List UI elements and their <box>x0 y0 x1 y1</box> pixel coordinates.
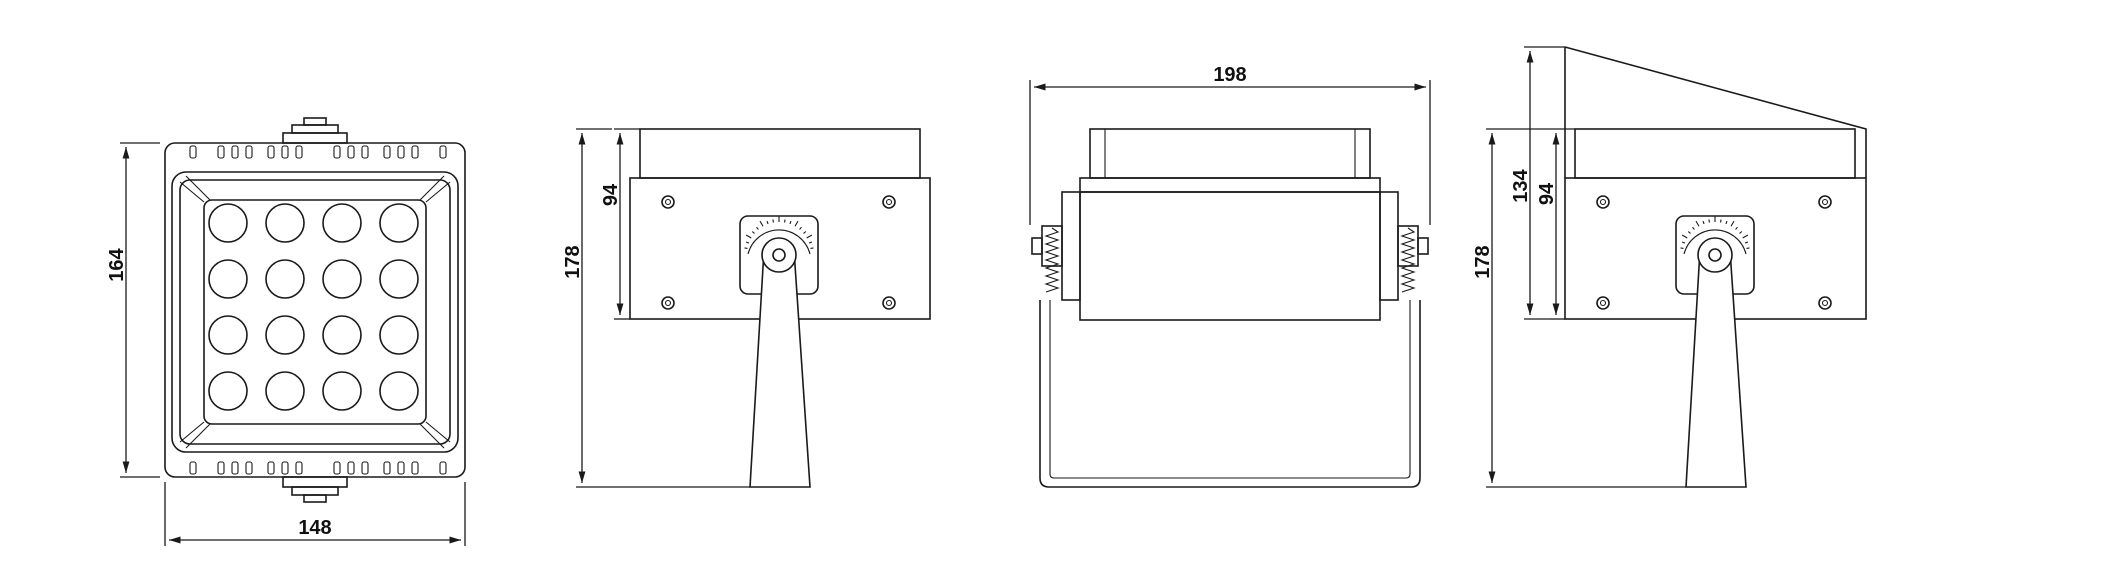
side-left-screws <box>661 195 896 310</box>
side-right-heatsink <box>1574 128 1856 179</box>
side-right-screws <box>1596 195 1832 310</box>
fin-slot <box>231 145 239 159</box>
side-right-pivot <box>1697 237 1733 273</box>
led-lens <box>322 371 362 411</box>
fin-slot <box>245 461 253 475</box>
led-lens <box>208 203 248 243</box>
top-pivot-left <box>1031 191 1081 301</box>
side-view-left: 94 178 <box>562 128 931 488</box>
side-right-visor <box>1564 46 1867 178</box>
front-dim-width-label: 148 <box>298 517 331 539</box>
led-lens <box>265 315 305 355</box>
fin-slot <box>231 461 239 475</box>
top-dim-width-label: 198 <box>1213 64 1246 86</box>
fin-slot <box>245 145 253 159</box>
led-lens <box>322 315 362 355</box>
side-right-dim-total: 178 <box>1472 128 1686 488</box>
top-body-band <box>1079 177 1381 193</box>
front-top-fins <box>189 145 447 159</box>
fin-slot <box>295 145 303 159</box>
led-lens <box>322 203 362 243</box>
top-u-bracket <box>1039 300 1421 488</box>
fin-slot <box>439 461 447 475</box>
side-left-heatsink <box>639 128 921 179</box>
front-housing <box>164 142 466 478</box>
front-dim-height-label: 164 <box>106 247 128 281</box>
front-lens-window <box>203 199 427 425</box>
led-lens <box>208 371 248 411</box>
side-right-dim-visor-label: 134 <box>1510 168 1532 202</box>
side-right-pivot-bolt <box>1708 248 1722 262</box>
side-right-dim-body-label: 94 <box>1536 182 1558 205</box>
led-lens <box>265 203 305 243</box>
fin-slot <box>411 145 419 159</box>
fin-slot <box>281 145 289 159</box>
led-lens <box>322 259 362 299</box>
fin-slot <box>347 145 355 159</box>
side-left-dim-body-label: 94 <box>600 183 622 206</box>
fin-slot <box>189 461 197 475</box>
side-view-right: 94 134 178 <box>1472 46 1867 488</box>
led-lens <box>265 371 305 411</box>
side-left-scale-ticks <box>744 216 814 249</box>
led-lens <box>208 259 248 299</box>
top-dim-width: 198 <box>1029 64 1431 225</box>
side-right-scale-ticks <box>1680 216 1750 249</box>
side-right-dim-total-label: 178 <box>1472 245 1494 278</box>
top-rear-heatsink <box>1089 128 1371 179</box>
side-right-dim-body: 94 <box>1536 128 1575 320</box>
side-left-dim-total-label: 178 <box>562 245 584 278</box>
fin-slot <box>295 461 303 475</box>
front-top-bracket <box>282 117 348 144</box>
fin-slot <box>267 461 275 475</box>
fin-slot <box>267 145 275 159</box>
fin-slot <box>361 461 369 475</box>
led-lens <box>379 203 419 243</box>
side-left-pivot <box>761 237 797 273</box>
fin-slot <box>333 145 341 159</box>
front-view: 164 148 <box>106 117 466 546</box>
fin-slot <box>411 461 419 475</box>
led-lens <box>379 259 419 299</box>
front-bottom-bracket <box>282 476 348 503</box>
led-lens <box>265 259 305 299</box>
led-lens <box>379 315 419 355</box>
fin-slot <box>281 461 289 475</box>
fin-slot <box>189 145 197 159</box>
front-dim-height: 164 <box>106 142 160 478</box>
side-left-dim-total: 178 <box>562 128 750 488</box>
front-bezel-outer <box>171 171 459 453</box>
front-bevel-corners <box>179 175 451 449</box>
side-left-tilt-scale <box>747 229 811 255</box>
top-pivot-right <box>1379 191 1429 301</box>
fin-slot <box>361 145 369 159</box>
side-right-dim-visor: 134 <box>1510 46 1565 320</box>
fin-slot <box>217 461 225 475</box>
fin-slot <box>333 461 341 475</box>
fin-slot <box>397 461 405 475</box>
front-bezel-inner <box>179 179 451 445</box>
front-bottom-fins <box>189 461 447 475</box>
fin-slot <box>347 461 355 475</box>
led-lens <box>208 315 248 355</box>
fin-slot <box>383 145 391 159</box>
fin-slot <box>439 145 447 159</box>
led-lens <box>379 371 419 411</box>
top-body <box>1079 191 1381 321</box>
top-view: 198 <box>1029 64 1431 488</box>
front-led-grid <box>208 203 419 411</box>
front-dim-width: 148 <box>164 482 466 546</box>
side-left-dim-body: 94 <box>600 128 640 320</box>
fin-slot <box>383 461 391 475</box>
fin-slot <box>217 145 225 159</box>
side-left-pivot-bolt <box>772 248 786 262</box>
fin-slot <box>397 145 405 159</box>
side-right-tilt-scale <box>1683 229 1747 255</box>
